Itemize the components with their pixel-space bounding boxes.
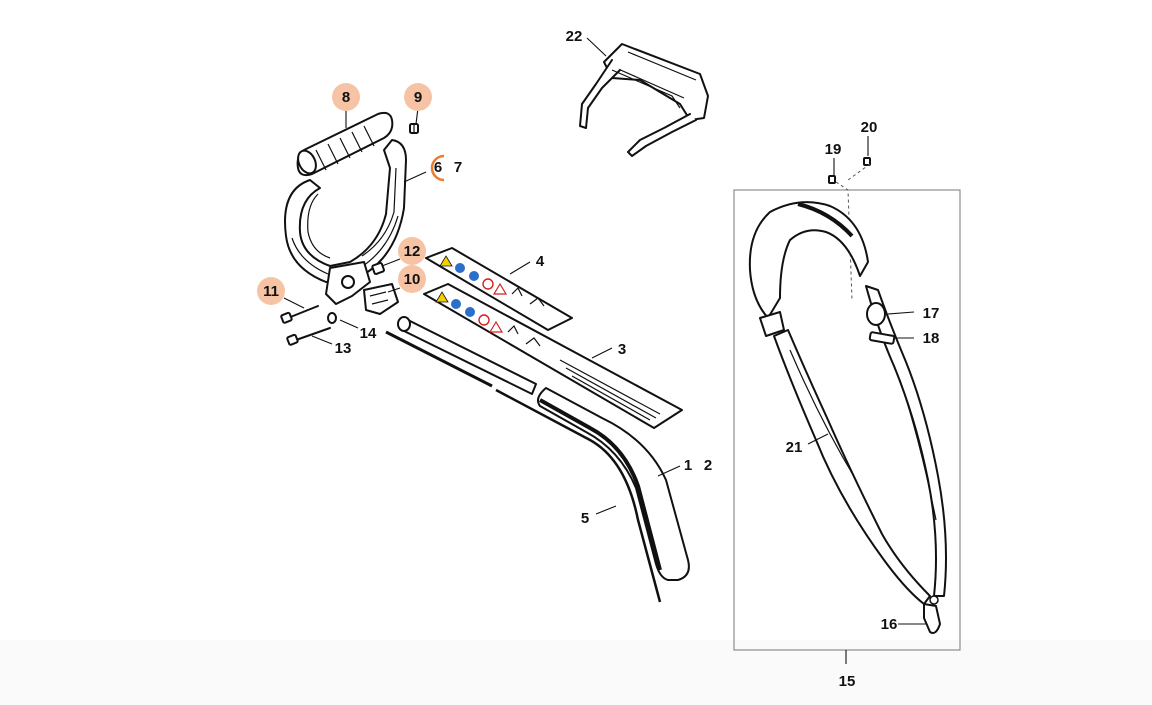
svg-text:9: 9: [414, 89, 422, 106]
harness-frame: [733, 189, 961, 651]
svg-text:2: 2: [704, 457, 712, 474]
loop-handle-part: [284, 139, 407, 283]
svg-text:21: 21: [786, 439, 803, 456]
callout-8[interactable]: 8: [332, 83, 360, 111]
svg-text:4: 4: [536, 253, 545, 270]
assembly-dashed-line: [835, 163, 871, 301]
grip-tube-part: [296, 111, 394, 177]
svg-text:14: 14: [360, 325, 377, 342]
background-band: [0, 640, 1152, 705]
screw-20-part: [863, 157, 871, 166]
callout-20[interactable]: 20: [861, 119, 878, 136]
washer-14-part: [327, 312, 337, 324]
callout-22[interactable]: 22: [566, 28, 583, 45]
nut-12-part: [371, 261, 385, 275]
svg-text:1: 1: [684, 457, 692, 474]
callout-6[interactable]: 6: [430, 154, 445, 182]
svg-text:22: 22: [566, 28, 583, 45]
callout-12-highlight: [398, 237, 426, 265]
callout-12[interactable]: 12: [398, 237, 426, 265]
bolt-13-part: [286, 327, 331, 346]
callout-11[interactable]: 11: [257, 277, 285, 305]
callout-17[interactable]: 17: [923, 305, 940, 322]
svg-text:18: 18: [923, 330, 940, 347]
callout-9-highlight: [404, 83, 432, 111]
callout-19[interactable]: 19: [825, 141, 842, 158]
svg-text:8: 8: [342, 89, 350, 106]
bolt-11-part: [280, 305, 319, 324]
callout-9[interactable]: 9: [404, 83, 432, 111]
callout-5[interactable]: 5: [581, 510, 589, 527]
label-sticker-4-part: [425, 247, 573, 331]
callout-3[interactable]: 3: [618, 341, 626, 358]
callout-14[interactable]: 14: [360, 325, 377, 342]
label-strip-3-part: [423, 283, 683, 429]
svg-text:19: 19: [825, 141, 842, 158]
callout-15[interactable]: 15: [839, 673, 856, 690]
hook-16-part: [923, 595, 941, 634]
harness-strap-part: [748, 201, 947, 605]
svg-text:12: 12: [404, 243, 421, 260]
callout-16[interactable]: 16: [881, 616, 898, 633]
callout-1[interactable]: 1: [684, 457, 692, 474]
callout-13[interactable]: 13: [335, 340, 352, 357]
callout-6-ring: [430, 154, 445, 182]
svg-text:7: 7: [454, 159, 462, 176]
screw-9-part: [409, 123, 419, 134]
callout-8-highlight: [332, 83, 360, 111]
buckle-17-part: [866, 302, 886, 326]
callout-7[interactable]: 7: [454, 159, 462, 176]
svg-text:15: 15: [839, 673, 856, 690]
drive-shaft-part: [385, 330, 662, 603]
svg-text:5: 5: [581, 510, 589, 527]
svg-text:10: 10: [404, 271, 421, 288]
handle-clamp-part: [325, 261, 399, 315]
svg-text:16: 16: [881, 616, 898, 633]
screw-19-part: [828, 175, 836, 184]
callout-4[interactable]: 4: [536, 253, 545, 270]
shaft-tube-part: [397, 316, 690, 581]
callout-10-highlight: [398, 265, 426, 293]
safety-glasses-part: [579, 43, 709, 157]
svg-text:20: 20: [861, 119, 878, 136]
callout-10[interactable]: 10: [398, 265, 426, 293]
svg-text:11: 11: [263, 283, 279, 300]
callout-11-highlight: [257, 277, 285, 305]
svg-text:17: 17: [923, 305, 940, 322]
callout-21[interactable]: 21: [786, 439, 803, 456]
svg-text:3: 3: [618, 341, 626, 358]
callout-18[interactable]: 18: [923, 330, 940, 347]
svg-text:6: 6: [434, 159, 442, 176]
svg-text:13: 13: [335, 340, 352, 357]
callout-2[interactable]: 2: [704, 457, 712, 474]
slider-18-part: [868, 331, 896, 345]
